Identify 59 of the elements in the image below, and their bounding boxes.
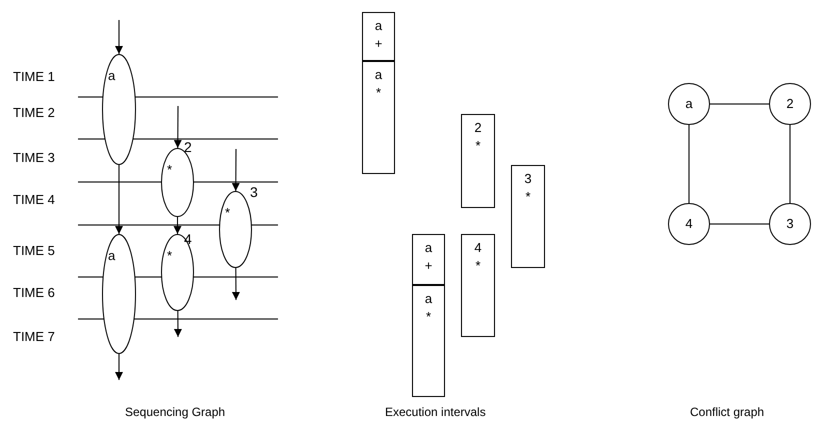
node-text: 3 <box>523 171 533 186</box>
time-step-label: TIME 2 <box>13 105 55 120</box>
arrow <box>232 268 240 300</box>
arrow <box>232 148 240 192</box>
node-text: 4 <box>473 240 483 255</box>
conflict-node <box>769 203 811 245</box>
node-text: 4 <box>684 216 694 231</box>
time-step-label: TIME 6 <box>13 285 55 300</box>
node-text: a <box>424 291 434 306</box>
conflict-node <box>668 83 710 125</box>
node-number: 4 <box>184 232 192 247</box>
interval-bar <box>412 234 445 286</box>
arrow <box>115 354 123 380</box>
node-text: * <box>474 138 482 153</box>
node-text: * <box>225 205 230 220</box>
interval-bar <box>461 234 495 337</box>
conflict-node <box>668 203 710 245</box>
time-step-label: TIME 4 <box>13 192 55 207</box>
arrow <box>174 310 182 338</box>
node-text: * <box>524 189 532 204</box>
conflict-line <box>688 124 690 204</box>
node-text: a <box>684 96 694 111</box>
interval-bar <box>412 286 445 397</box>
time-step-label: TIME 1 <box>13 69 55 84</box>
arrow <box>115 164 123 234</box>
node-number: 3 <box>250 185 258 200</box>
operation-ellipse <box>102 54 136 165</box>
interval-bar <box>362 62 395 174</box>
node-text: + <box>424 258 434 273</box>
operation-ellipse <box>102 234 136 354</box>
node-text: + <box>374 36 384 51</box>
interval-bar <box>461 114 495 208</box>
panel-caption: Execution intervals <box>385 405 486 420</box>
node-text: * <box>374 85 382 100</box>
time-step-label: TIME 7 <box>13 329 55 344</box>
time-step-label: TIME 3 <box>13 150 55 165</box>
node-text: a <box>374 67 384 82</box>
interval-bar <box>362 12 395 62</box>
node-text: 3 <box>785 216 795 231</box>
node-text: a <box>424 240 434 255</box>
panel-caption: Conflict graph <box>690 405 764 420</box>
panel-caption: Sequencing Graph <box>125 405 226 420</box>
node-text: * <box>167 248 172 263</box>
interval-bar <box>511 165 545 268</box>
node-text: a <box>374 18 384 33</box>
arrow <box>174 216 182 234</box>
node-text: a <box>108 68 116 83</box>
time-step-label: TIME 5 <box>13 243 55 258</box>
arrow <box>174 106 182 148</box>
node-text: * <box>424 309 432 324</box>
node-text: * <box>167 162 172 177</box>
conflict-node <box>769 83 811 125</box>
arrow <box>115 20 123 54</box>
node-text: 2 <box>473 120 483 135</box>
node-text: a <box>108 248 116 263</box>
node-text: * <box>474 258 482 273</box>
node-number: 2 <box>184 140 192 155</box>
node-text: 2 <box>785 96 795 111</box>
operation-ellipse <box>161 234 194 311</box>
